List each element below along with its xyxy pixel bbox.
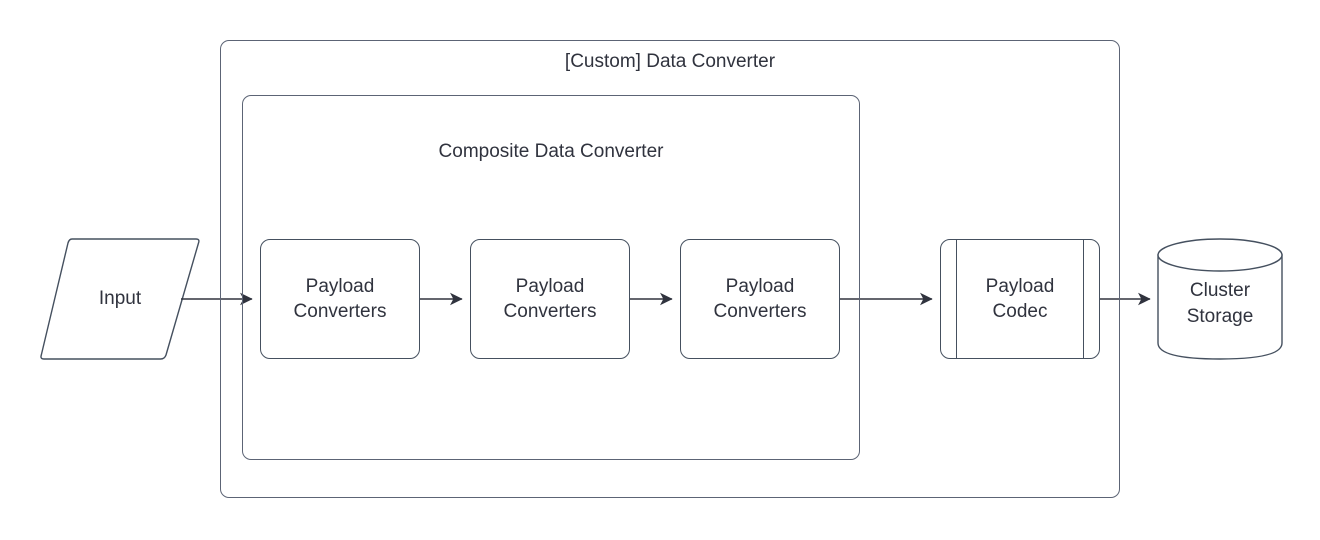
process-bar-left [956, 238, 957, 360]
container-outer-title: [Custom] Data Converter [564, 51, 776, 72]
process-bar-right [1083, 238, 1084, 360]
container-inner-title: Composite Data Converter [438, 141, 664, 162]
node-payload-converters-1[interactable] [260, 239, 420, 359]
container-custom-data-converter[interactable] [220, 40, 1120, 498]
node-payload-converters-2[interactable] [470, 239, 630, 359]
input-shape[interactable] [40, 238, 200, 360]
node-payload-codec[interactable] [940, 238, 1100, 360]
container-composite-data-converter[interactable] [242, 95, 860, 460]
cluster-storage-shape[interactable] [1157, 238, 1283, 360]
node-payload-converters-3[interactable] [680, 239, 840, 359]
